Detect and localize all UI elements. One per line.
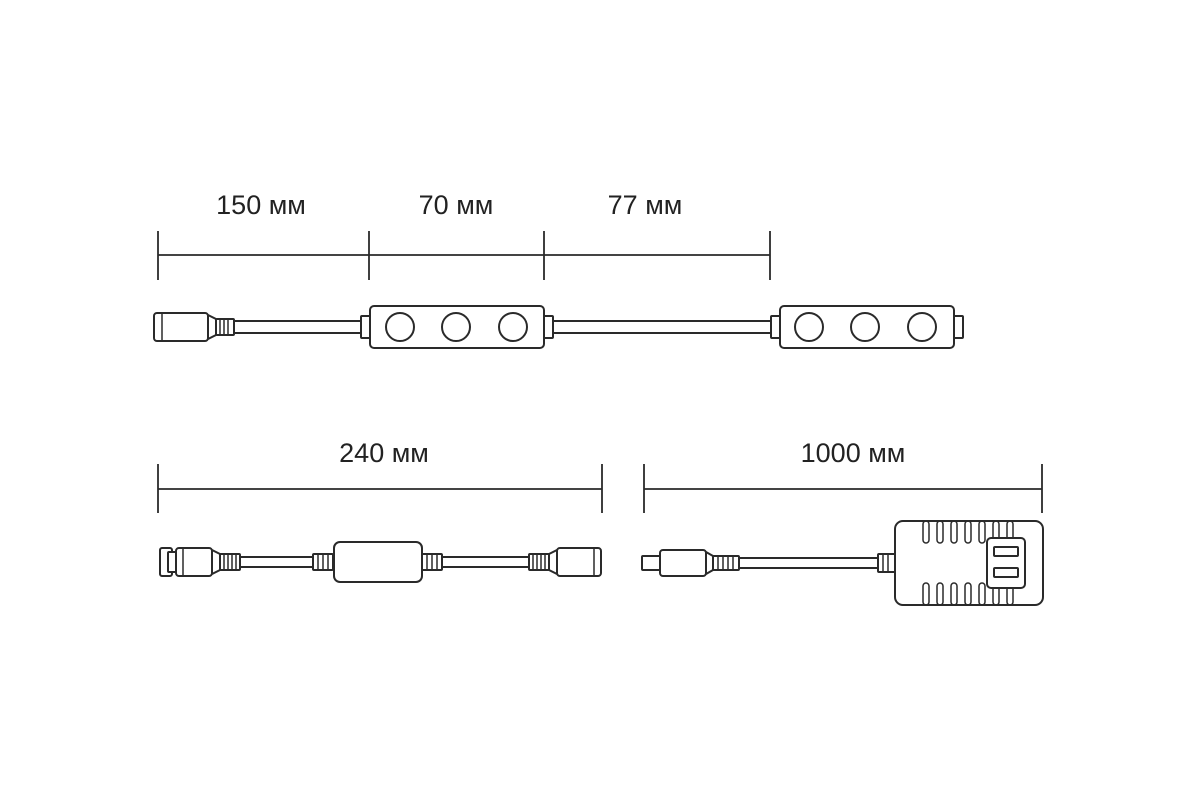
vent-slots-top [922,520,1014,544]
dc-plug [641,549,740,577]
dim-label-70: 70 мм [419,190,494,220]
led-icon [794,312,824,342]
led-icon [385,312,415,342]
led-icon [441,312,471,342]
power-dimension: 1000 мм [643,438,1043,513]
power-adapter [641,520,1044,606]
dim-label-240: 240 мм [339,438,429,468]
led-chain [153,305,964,349]
dim-label-150: 150 мм [216,190,306,220]
controller-cable [159,541,602,583]
led-icon [907,312,937,342]
led-module-1 [360,305,554,349]
led-icon [498,312,528,342]
dim-label-77: 77 мм [608,190,683,220]
adapter-body [894,520,1044,606]
dc-female-connector [153,312,235,342]
dc-female-connector-right [528,547,602,577]
dc-male-connector [159,547,241,577]
top-dimensions: 150 мм 70 мм 77 мм [157,190,771,280]
plug-prongs-icon [986,537,1026,589]
led-icon [850,312,880,342]
dim-label-1000: 1000 мм [801,438,906,468]
controller-dimension: 240 мм [157,438,603,513]
led-module-2 [770,305,964,349]
controller-box [312,541,443,583]
